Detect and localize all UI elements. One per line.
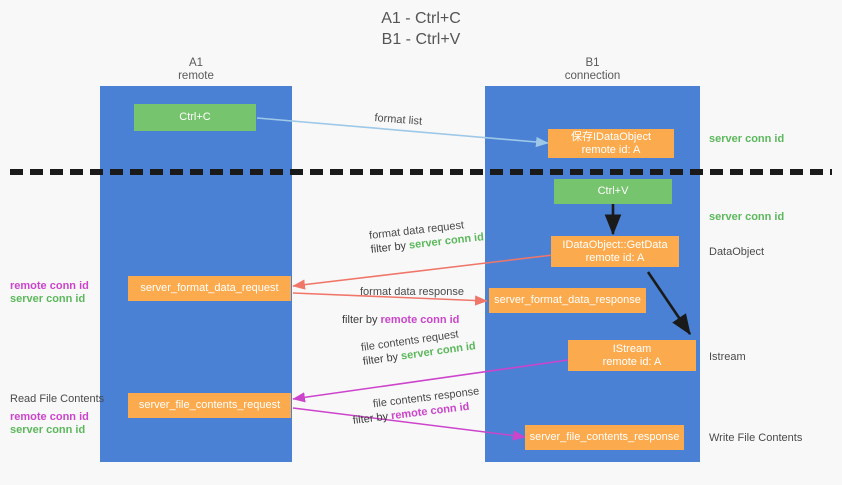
box-server-format-data-request-label: server_format_data_request [140,282,279,294]
box-server-file-contents-request-label: server_file_contents_request [138,399,281,411]
box-istream-line2: remote id: A [602,355,662,368]
label-format-data-response: format data response [360,286,464,298]
label-istream: Istream [709,351,746,363]
box-save-idataobject-line2: remote id: A [581,143,641,156]
box-ctrl-c-label: Ctrl+C [179,111,211,123]
arrow-format-data-response [292,292,488,306]
box-server-format-data-response[interactable]: server_format_data_response [489,288,646,313]
arrow-file-contents-response [292,407,526,441]
label-filter-by-remote-conn-id-format: filter by remote conn id [342,313,459,327]
label-server-conn-id-top: server conn id [709,133,785,145]
label-server-conn-id-second: server conn id [709,211,785,223]
label-read-file-contents: Read File Contents [10,393,105,405]
arrow-format-data-request [292,254,554,290]
remote-conn-id-text-2: remote conn id [380,314,460,326]
title-line-2: B1 - Ctrl+V [381,31,461,48]
box-getdata-line2: remote id: A [585,251,645,264]
legend-server-conn-id-upper: server conn id [10,293,86,305]
box-server-file-contents-response[interactable]: server_file_contents_response [525,425,684,450]
lane-a1-sub: remote [178,70,214,82]
filter-by-text-1: filter by [370,239,407,256]
filter-by-text-4: filter by [352,410,389,427]
arrow-format-list [256,117,549,148]
lane-b1-sub: connection [564,70,621,82]
box-ctrl-v-label: Ctrl+V [597,185,629,197]
box-server-file-contents-request[interactable]: server_file_contents_request [128,393,291,418]
filter-by-text-3: filter by [362,351,399,368]
label-write-file-contents: Write File Contents [709,432,803,444]
box-ctrl-c[interactable]: Ctrl+C [134,104,256,131]
box-save-idataobject[interactable]: 保存IDataObject remote id: A [548,129,674,158]
box-getdata-line1: IDataObject::GetData [562,238,668,251]
arrow-getdata-to-istream [646,271,692,336]
arrow-file-contents-request [292,359,569,403]
annotation-format-data-response: format data response filter by remote co… [342,285,477,326]
box-server-format-data-response-label: server_format_data_response [494,294,641,306]
legend-server-conn-id-lower: server conn id [10,424,86,436]
phase-divider-dashed-line [10,169,832,175]
title-line-1: A1 - Ctrl+C [381,10,461,27]
diagram-title: A1 - Ctrl+C B1 - Ctrl+V [0,8,842,50]
lane-header-b1: B1 connection [485,57,700,83]
legend-remote-conn-id-upper: remote conn id [10,280,89,292]
lane-header-a1: A1 remote [100,57,292,83]
box-server-file-contents-response-label: server_file_contents_response [529,431,680,443]
lane-a1-name: A1 [188,57,204,69]
box-ctrl-v[interactable]: Ctrl+V [554,179,672,204]
box-istream-line1: IStream [612,342,652,355]
legend-remote-conn-id-lower: remote conn id [10,411,89,423]
lane-b1-name: B1 [585,57,600,69]
box-save-idataobject-line1: 保存IDataObject [570,130,652,143]
box-server-format-data-request[interactable]: server_format_data_request [128,276,291,301]
label-dataobject: DataObject [709,246,765,258]
filter-by-text-2: filter by [342,314,378,326]
box-idataobject-getdata[interactable]: IDataObject::GetData remote id: A [551,236,679,267]
box-istream[interactable]: IStream remote id: A [568,340,696,371]
